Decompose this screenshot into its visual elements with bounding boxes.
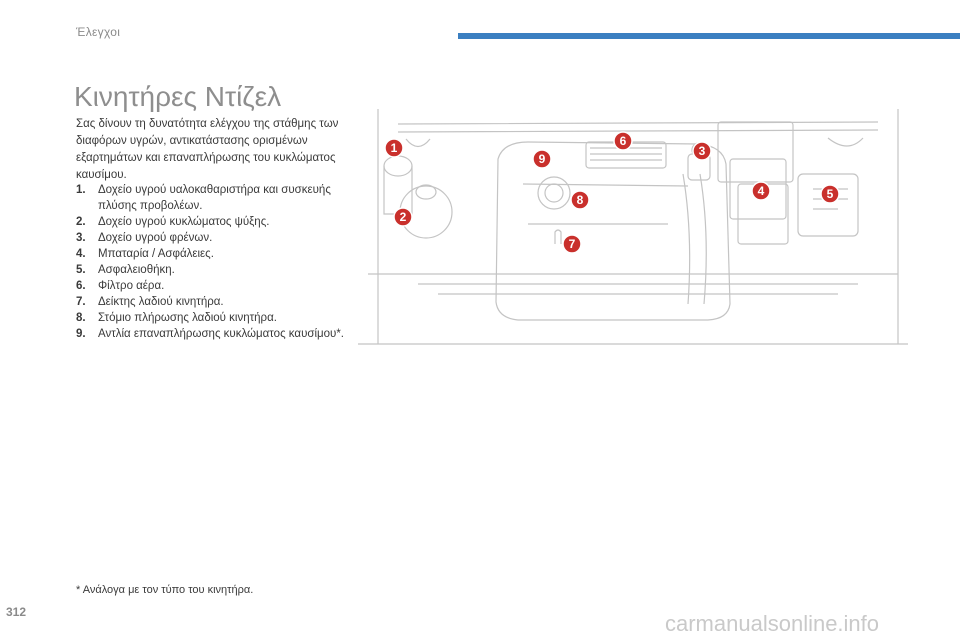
- page-title: Κινητήρες Ντίζελ: [74, 80, 282, 112]
- item-text: Δοχείο υγρού κυκλώματος ψύξης.: [98, 216, 270, 228]
- callout-1: 1: [384, 138, 404, 158]
- svg-text:4: 4: [758, 184, 765, 198]
- item-number: 8.: [76, 312, 86, 324]
- svg-text:5: 5: [827, 187, 834, 201]
- svg-text:3: 3: [699, 144, 706, 158]
- page-number: 312: [6, 605, 27, 619]
- callout-6: 6: [613, 131, 633, 151]
- watermark-text: carmanualsonline.info: [665, 611, 880, 636]
- item-text: Στόμιο πλήρωσης λαδιού κινητήρα.: [98, 312, 277, 324]
- svg-text:6: 6: [620, 134, 627, 148]
- list-item: 9. Αντλία επαναπλήρωσης κυκλώματος καυσίμ…: [76, 326, 356, 342]
- item-number: 3.: [76, 232, 86, 244]
- list-item: 8. Στόμιο πλήρωσης λαδιού κινητήρα.: [76, 310, 356, 326]
- engine-bay-illustration: 1 2 3 4 5 6 7 8: [358, 104, 908, 348]
- item-text: Φίλτρο αέρα.: [98, 280, 165, 292]
- item-number: 4.: [76, 248, 86, 260]
- component-list: 1. Δοχείο υγρού υαλοκαθαριστήρα και συσκε…: [76, 182, 356, 342]
- item-text: Αντλία επαναπλήρωσης κυκλώματος καυσίμου…: [98, 328, 344, 340]
- callout-9: 9: [532, 149, 552, 169]
- callout-8: 8: [570, 190, 590, 210]
- list-item: 1. Δοχείο υγρού υαλοκαθαριστήρα και συσκε…: [76, 182, 356, 214]
- callout-5: 5: [820, 184, 840, 204]
- list-item: 3. Δοχείο υγρού φρένων.: [76, 230, 356, 246]
- list-item: 2. Δοχείο υγρού κυκλώματος ψύξης.: [76, 214, 356, 230]
- item-text: Ασφαλειοθήκη.: [98, 264, 175, 276]
- item-text: Μπαταρία / Ασφάλειες.: [98, 248, 214, 260]
- item-text: Δοχείο υγρού φρένων.: [98, 232, 213, 244]
- intro-paragraph: Σας δίνουν τη δυνατότητα ελέγχου της στά…: [76, 117, 339, 181]
- item-number: 1.: [76, 184, 86, 196]
- item-number: 2.: [76, 216, 86, 228]
- callout-7: 7: [562, 234, 582, 254]
- callout-badges: 1 2 3 4 5 6 7 8: [384, 131, 840, 254]
- svg-text:1: 1: [391, 141, 398, 155]
- item-text: Δείκτης λαδιού κινητήρα.: [98, 296, 224, 308]
- item-number: 5.: [76, 264, 86, 276]
- svg-text:9: 9: [539, 152, 546, 166]
- header-accent-bar: [458, 33, 960, 39]
- svg-text:8: 8: [577, 193, 584, 207]
- list-item: 5. Ασφαλειοθήκη.: [76, 262, 356, 278]
- callout-4: 4: [751, 181, 771, 201]
- list-item: 6. Φίλτρο αέρα.: [76, 278, 356, 294]
- item-number: 6.: [76, 280, 86, 292]
- list-item: 4. Μπαταρία / Ασφάλειες.: [76, 246, 356, 262]
- callout-3: 3: [692, 141, 712, 161]
- item-text: Δοχείο υγρού υαλοκαθαριστήρα και συσκευή…: [98, 184, 331, 212]
- item-number: 9.: [76, 328, 86, 340]
- callout-2: 2: [393, 207, 413, 227]
- list-item: 7. Δείκτης λαδιού κινητήρα.: [76, 294, 356, 310]
- footnote: * Ανάλογα με τον τύπο του κινητήρα.: [76, 584, 254, 596]
- item-number: 7.: [76, 296, 86, 308]
- section-header: Έλεγχοι: [76, 25, 121, 39]
- svg-text:2: 2: [400, 210, 407, 224]
- svg-text:7: 7: [569, 237, 576, 251]
